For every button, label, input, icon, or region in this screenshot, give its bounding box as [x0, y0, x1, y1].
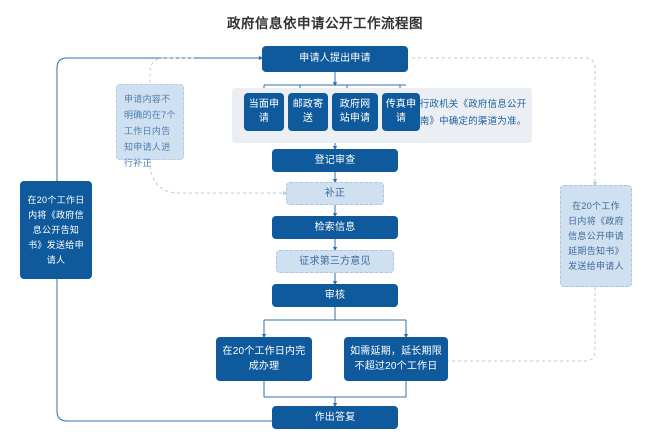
wire-start-to-right-rail — [412, 57, 598, 187]
page-title: 政府信息依申请公开工作流程图 — [227, 16, 423, 31]
node-channel-postal[interactable]: 邮政寄送 — [288, 93, 328, 131]
node-step-search-information[interactable]: 检索信息 — [272, 216, 398, 239]
wire-end-to-left-note — [56, 279, 272, 422]
node-channel-in-person[interactable]: 当面申请 — [244, 93, 284, 131]
node-step-registration-review[interactable]: 登记审查 — [272, 149, 398, 172]
note-right-extension-notification: 在20个工作日内将《政府信息公开申请延期告知书》发送给申请人 — [560, 185, 632, 287]
channel-note: 以行政机关《政府信息公开指南》中确定的渠道为准。 — [410, 99, 527, 127]
wire-start-to-correction-note — [149, 57, 194, 84]
wire-correction-note-to-correction — [149, 159, 288, 196]
node-branch-extension[interactable]: 如需延期，延长期限不超过20个工作日 — [344, 337, 448, 381]
node-channel-website[interactable]: 政府网站申请 — [332, 93, 378, 131]
node-branch-complete-in-20-days[interactable]: 在20个工作日内完成办理 — [216, 337, 312, 381]
wire-right-rail-to-branch2 — [410, 287, 596, 364]
node-step-correction[interactable]: 补正 — [286, 182, 384, 205]
node-start[interactable]: 申请人提出申请 — [262, 46, 408, 72]
note-left-notification-20-days: 在20个工作日内将《政府信息公开告知书》发送给申请人 — [20, 181, 92, 279]
node-step-review[interactable]: 审核 — [272, 284, 398, 307]
wire-left-note-to-start — [56, 55, 264, 181]
node-step-third-party-opinion[interactable]: 征求第三方意见 — [276, 250, 394, 273]
note-correction-requirement: 申请内容不明确的在7个工作日内告知申请人进行补正 — [116, 84, 184, 168]
node-end-reply[interactable]: 作出答复 — [272, 406, 398, 429]
node-channel-fax[interactable]: 传真申请 — [382, 93, 420, 131]
